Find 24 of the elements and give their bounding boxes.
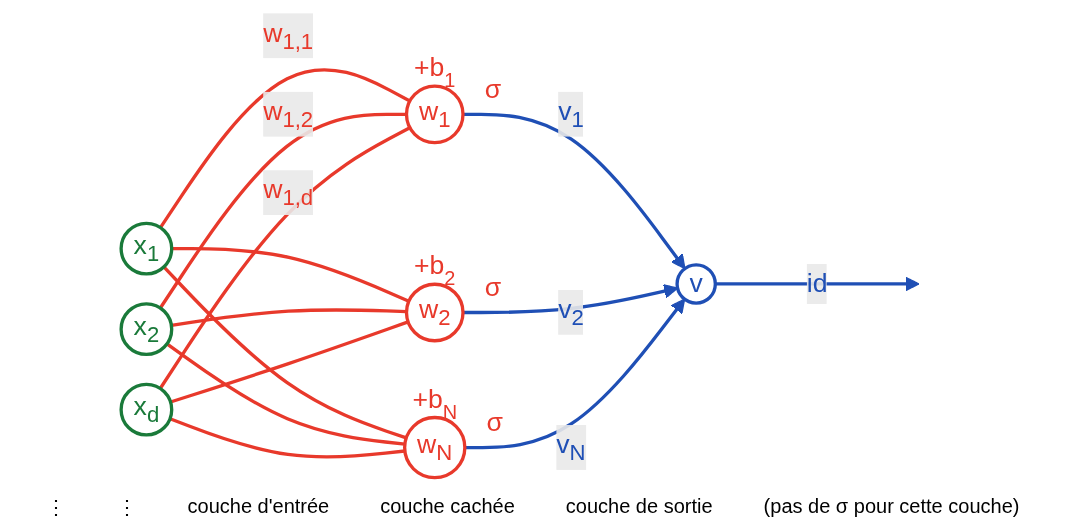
connector (158, 126, 411, 390)
edge-label: w$_{1,d}$ (263, 175, 314, 211)
edge-label: v$_{1}$ (558, 96, 584, 132)
connector (159, 68, 411, 229)
arrow (463, 112, 686, 270)
edge-label: v$_{N}$ (556, 430, 586, 466)
layer-caption: (pas de σ pour cette couche) (763, 495, 1020, 518)
edge-label: id (806, 268, 828, 298)
layer-caption: couche d'entrée (187, 495, 330, 518)
layer-caption: couche de sortie (565, 495, 713, 518)
node-circle: v (675, 263, 717, 305)
activation-label: σ (484, 271, 502, 302)
activation-label: σ (486, 406, 503, 437)
node-circle: x$_{2}$ (119, 302, 174, 357)
node-circle: x$_{1}$ (119, 221, 174, 276)
edge-label: v$_{2}$ (558, 294, 584, 331)
edge-label: w$_{1,1}$ (263, 18, 314, 54)
layer-caption: ⋮ (116, 495, 137, 519)
layer-caption: ⋮ (45, 495, 66, 519)
node-circle: x$_{d}$ (119, 382, 174, 437)
edge-label: w$_{1,2}$ (263, 96, 314, 132)
layer-caption: couche cachée (380, 495, 515, 518)
connector (162, 265, 407, 440)
activation-label: σ (484, 73, 502, 104)
